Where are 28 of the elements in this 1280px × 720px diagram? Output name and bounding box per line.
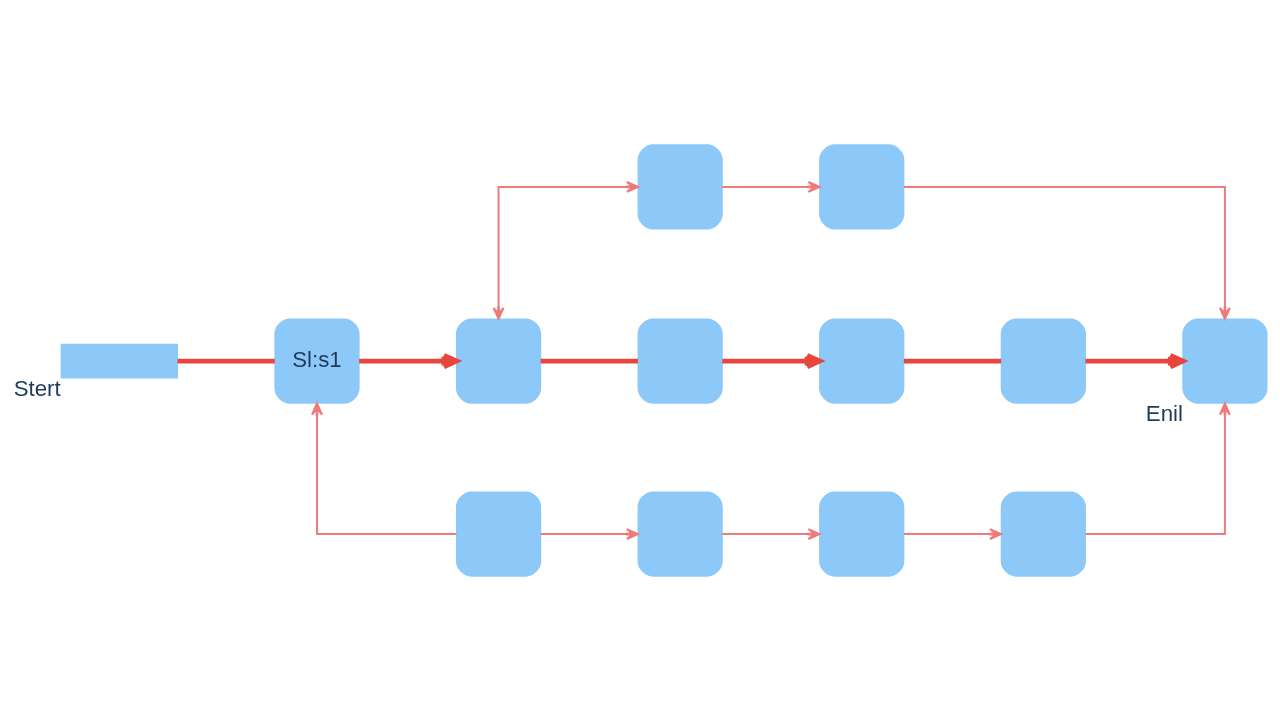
- node-box: [1000, 318, 1086, 404]
- node-label: Stert: [13, 375, 61, 401]
- node-box: [455, 318, 542, 404]
- arrow: [902, 185, 1231, 320]
- node-box: [637, 143, 723, 230]
- arrow: [311, 401, 458, 535]
- node-box: Sl:s1: [274, 318, 360, 404]
- node-box: [1182, 318, 1268, 404]
- node-box: [819, 318, 905, 404]
- node-box: [637, 490, 723, 577]
- node-box: [1000, 490, 1086, 577]
- node-box: [455, 490, 542, 577]
- connector: [540, 358, 638, 364]
- arrow: [539, 527, 639, 540]
- arrow: [902, 527, 1003, 540]
- arrow: [722, 352, 823, 369]
- connector: [903, 358, 1002, 364]
- arrow: [1085, 352, 1186, 369]
- arrow: [492, 180, 640, 320]
- node-box: [819, 490, 905, 577]
- node-bar: [60, 343, 178, 378]
- connector: [177, 358, 275, 364]
- arrow: [721, 180, 821, 193]
- arrow: [721, 527, 821, 540]
- node-label: Enil: [1145, 400, 1183, 426]
- node-box: [819, 143, 905, 230]
- node-box: [637, 318, 723, 404]
- arrow: [1084, 401, 1231, 535]
